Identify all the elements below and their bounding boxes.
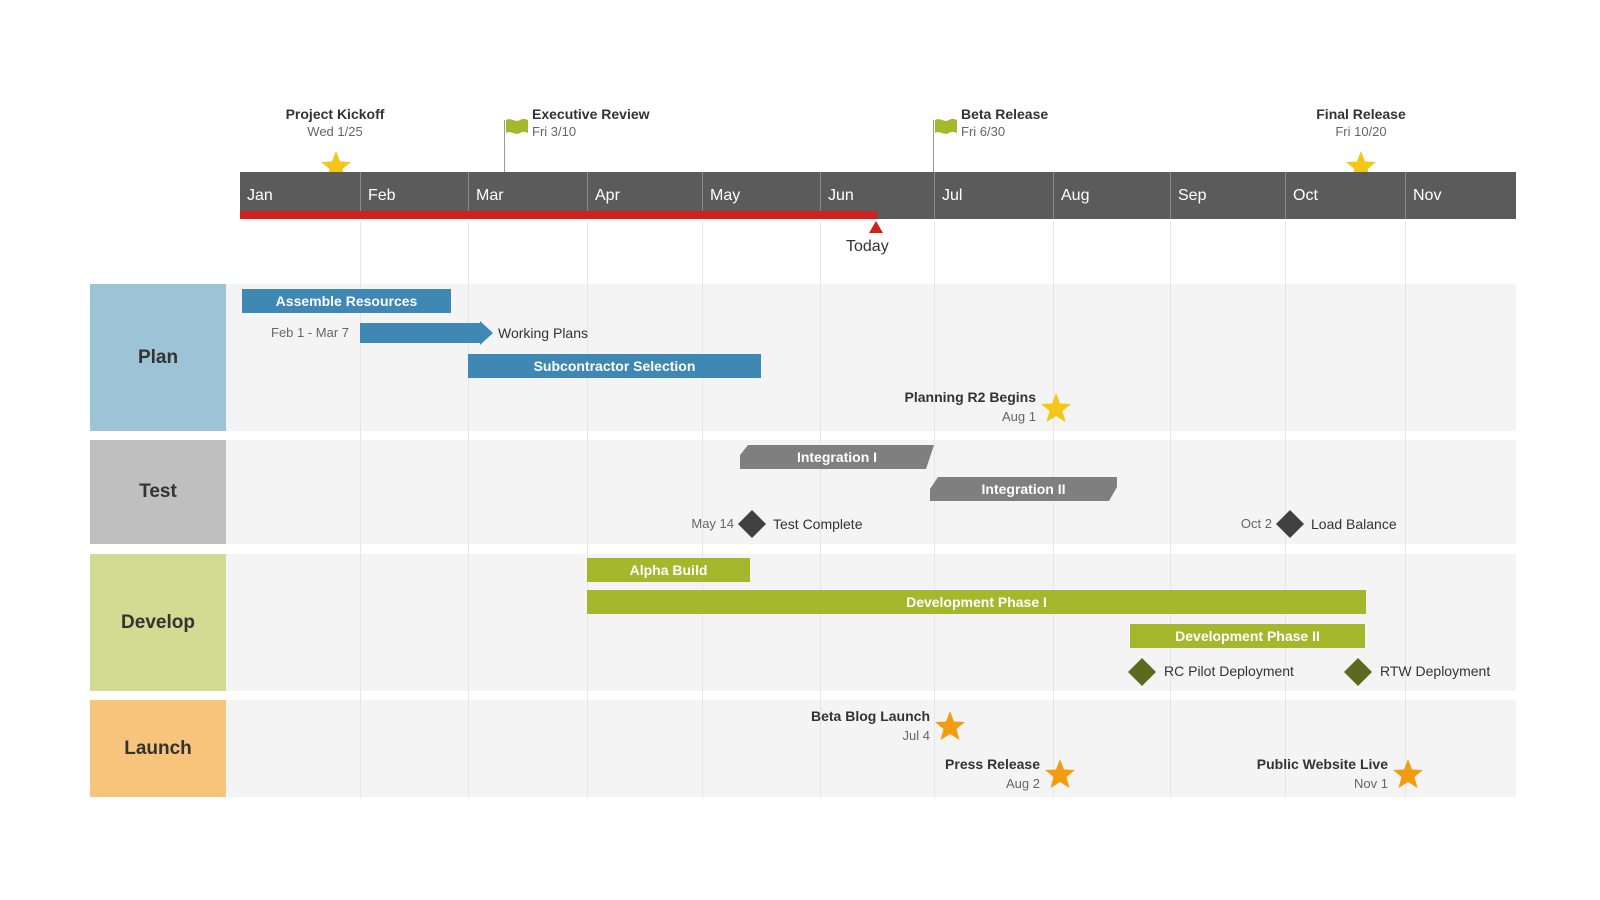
task-working-plans-label: Working Plans — [498, 325, 589, 341]
milestone-title: Executive Review — [532, 106, 650, 122]
month-label: Jan — [247, 187, 273, 204]
milestone-project-kickoff: Project Kickoff Wed 1/25 — [270, 106, 400, 139]
milestone-planning-r2-date: Aug 1 — [1002, 409, 1036, 424]
diamond-icon — [1276, 510, 1304, 538]
lane-label-text: Test — [139, 481, 177, 502]
milestone-test-complete-date: May 14 — [691, 516, 734, 531]
lane-develop-background — [226, 554, 1516, 691]
milestone-final-release: Final Release Fri 10/20 — [1296, 106, 1426, 139]
star-icon — [1041, 393, 1071, 422]
lane-label-plan: Plan — [90, 284, 226, 431]
gridline — [702, 284, 703, 797]
star-icon — [1045, 759, 1075, 788]
milestone-title: Project Kickoff — [285, 106, 385, 122]
gridline — [1170, 284, 1171, 797]
task-integration-2-label: Integration II — [981, 481, 1066, 497]
task-integration-1-shape[interactable] — [740, 445, 934, 469]
milestone-beta-release: Beta Release Fri 6/30 — [961, 106, 1048, 139]
month-label: May — [702, 172, 820, 219]
milestone-load-balance-date: Oct 2 — [1240, 516, 1272, 531]
lane-label-launch: Launch — [90, 700, 226, 797]
gridline — [1053, 284, 1054, 797]
month-label: Sep — [1170, 172, 1285, 219]
task-subcontractor-selection[interactable]: Subcontractor Selection — [468, 354, 761, 378]
month-label: Apr — [587, 172, 702, 219]
month-label: Jun — [820, 172, 934, 219]
lane-label-test: Test — [90, 440, 226, 544]
gridline — [934, 284, 935, 797]
task-working-plans-arrow[interactable] — [360, 321, 494, 345]
gridline — [587, 284, 588, 797]
gridline — [820, 284, 821, 797]
diamond-icon — [1344, 658, 1372, 686]
month-label: Jul — [934, 172, 1053, 219]
lane-launch-background — [226, 700, 1516, 797]
milestone-stem — [933, 120, 934, 172]
milestone-press-release-title: Press Release — [945, 756, 1040, 772]
task-assemble-resources[interactable]: Assemble Resources — [242, 289, 451, 313]
lane-label-text: Develop — [121, 611, 195, 633]
month-label: Mar — [468, 172, 587, 219]
milestone-test-complete-label: Test Complete — [773, 516, 863, 532]
month-label: Oct — [1285, 172, 1405, 219]
flag-icon — [506, 118, 528, 134]
milestone-executive-review: Executive Review Fri 3/10 — [532, 106, 650, 139]
milestone-load-balance-label: Load Balance — [1311, 516, 1397, 532]
milestone-date: Fri 10/20 — [1335, 124, 1387, 139]
gridline — [1405, 284, 1406, 797]
task-development-phase-2[interactable]: Development Phase II — [1130, 624, 1365, 648]
star-icon — [1393, 759, 1423, 788]
task-integration-2-shape[interactable] — [930, 477, 1117, 501]
milestone-rc-pilot-label: RC Pilot Deployment — [1164, 663, 1294, 679]
today-marker-icon — [869, 221, 883, 233]
milestone-public-website-date: Nov 1 — [1354, 776, 1388, 791]
task-alpha-build[interactable]: Alpha Build — [587, 558, 750, 582]
gridline — [468, 284, 469, 797]
task-integration-1-label: Integration I — [796, 449, 878, 465]
flag-icon — [935, 118, 957, 134]
milestone-public-website-title: Public Website Live — [1256, 756, 1388, 772]
milestone-title: Final Release — [1316, 106, 1406, 122]
diamond-icon — [738, 510, 766, 538]
milestone-press-release-date: Aug 2 — [1006, 776, 1040, 791]
milestone-beta-blog-title: Beta Blog Launch — [810, 708, 930, 724]
today-label: Today — [846, 238, 889, 255]
task-dates: Feb 1 - Mar 7 — [271, 325, 350, 340]
milestone-date: Wed 1/25 — [307, 124, 363, 139]
milestone-date: Fri 3/10 — [532, 124, 577, 139]
month-label: Nov — [1405, 172, 1516, 219]
progress-bar — [240, 211, 877, 219]
gridline — [360, 284, 361, 797]
diamond-icon — [1128, 658, 1156, 686]
milestone-title: Beta Release — [961, 106, 1049, 122]
lane-label-text: Launch — [124, 737, 192, 759]
lane-label-text: Plan — [137, 346, 179, 368]
milestone-stem — [504, 120, 505, 172]
star-icon — [935, 711, 965, 740]
milestone-planning-r2-title: Planning R2 Begins — [904, 389, 1036, 405]
lane-label-develop: Develop — [90, 554, 226, 691]
milestone-beta-blog-date: Jul 4 — [902, 728, 930, 743]
milestone-rtw-label: RTW Deployment — [1380, 663, 1491, 679]
gridline — [1285, 284, 1286, 797]
month-label: Aug — [1053, 172, 1170, 219]
milestone-date: Fri 6/30 — [961, 124, 1006, 139]
task-development-phase-1[interactable]: Development Phase I — [587, 590, 1366, 614]
month-label: Feb — [360, 172, 468, 219]
